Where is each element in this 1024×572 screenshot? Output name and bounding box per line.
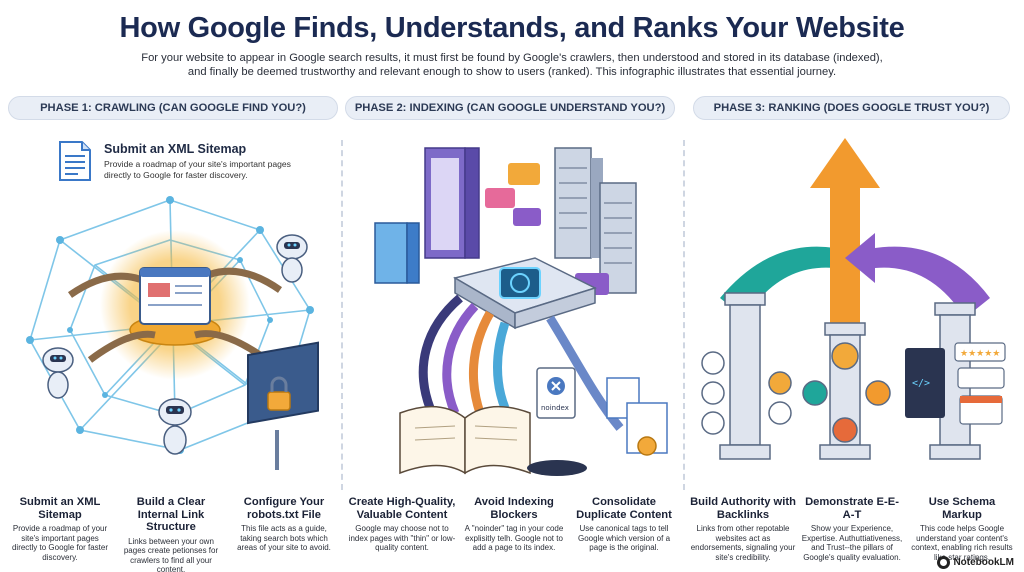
notebooklm-logo-icon — [937, 556, 951, 569]
caption-desc: This file acts as a guide, taking search… — [237, 524, 331, 553]
caption-sitemap: Submit an XML Sitemap Provide a roadmap … — [10, 496, 110, 562]
duplicate-doc-icon — [606, 377, 668, 456]
webpage-icon — [139, 267, 211, 325]
svg-text:STO ENTRY: STO ENTRY — [258, 421, 303, 430]
sitemap-callout: Submit an XML Sitemap Provide a roadmap … — [58, 138, 318, 188]
phase-1-header: PHASE 1: CRAWLING (CAN GOOGLE FIND YOU?) — [8, 96, 338, 120]
data-streams — [418, 294, 624, 431]
caption-title: Build Authority with Backlinks — [690, 496, 796, 521]
caption-desc: Google may choose not to index pages wit… — [348, 524, 456, 553]
caption-duplicate-content: Consolidate Duplicate Content Use canoni… — [572, 496, 676, 553]
caption-desc: Show your Experience, Expertise. Authutt… — [801, 524, 903, 562]
caption-schema: Use Schema Markup This code helps Google… — [908, 496, 1016, 562]
caption-title: Build a Clear Internal Link Structure — [136, 496, 206, 533]
caption-title: Avoid Indexing Blockers — [474, 496, 554, 521]
robots-sign: STO ENTRY — [247, 341, 319, 470]
phase-2-header: PHASE 2: INDEXING (CAN GOOGLE UNDERSTAND… — [345, 96, 675, 120]
caption-desc: Use canonical tags to tell Google which … — [577, 524, 671, 553]
robot-icon — [276, 234, 308, 283]
caption-title: Consolidate Duplicate Content — [576, 496, 672, 521]
caption-desc: Links between your own pages create peti… — [123, 536, 219, 572]
caption-internal-links: Build a Clear Internal Link Structure Li… — [118, 496, 224, 572]
eeat-icons — [802, 342, 891, 443]
caption-indexing-blockers: Avoid Indexing Blockers A "noinder" tag … — [462, 496, 566, 553]
caption-title: Demonstrate E-E-A-T — [805, 496, 899, 521]
caption-desc: Links from other repotable websites act … — [690, 524, 796, 562]
intro-text: For your website to appear in Google sea… — [130, 52, 894, 79]
server-rack-icon — [374, 147, 637, 294]
caption-desc: A "noinder" tag in your code explisitly … — [464, 524, 564, 553]
brand-name: NotebookLM — [953, 557, 1014, 568]
document-icon — [59, 141, 91, 181]
phase-3-header: PHASE 3: RANKING (DOES GOOGLE TRUST YOU?… — [693, 96, 1010, 120]
svg-text:noindex: noindex — [541, 404, 569, 412]
phase-divider-1 — [341, 140, 343, 490]
caption-desc: This code helps Google understand yoar c… — [911, 524, 1013, 562]
caption-desc: Provide a roadmap of your site's importa… — [11, 524, 109, 562]
sitemap-callout-title: Submit an XML Sitemap — [104, 142, 247, 156]
ranking-illustration: </> ★★★★★ — [701, 138, 1006, 460]
caption-backlinks: Build Authority with Backlinks Links fro… — [690, 496, 796, 562]
caption-title: Configure Your robots.txt File — [243, 496, 325, 521]
svg-text:</>: </> — [912, 378, 930, 389]
padlock-icon — [267, 376, 291, 411]
crawling-illustration: STO ENTRY — [26, 196, 319, 470]
book-icon — [399, 405, 531, 475]
caption-title: Submit an XML Sitemap — [19, 496, 101, 521]
robot-icon — [42, 347, 74, 399]
processor-hub — [453, 257, 597, 330]
intro-line-2: and finally be deemed trustworthy and re… — [187, 65, 837, 78]
caption-quality-content: Create High-Quality, Valuable Content Go… — [348, 496, 456, 553]
caption-title: Use Schema Markup — [928, 496, 996, 521]
page-title: How Google Finds, Understands, and Ranks… — [119, 12, 905, 44]
sitemap-callout-text: Provide a roadmap of your site's importa… — [104, 159, 291, 180]
caption-eeat: Demonstrate E-E-A-T Show your Experience… — [800, 496, 904, 562]
indexing-illustration: noindex — [374, 147, 668, 476]
caption-title: Create High-Quality, Valuable Content — [348, 496, 456, 521]
svg-text:★★★★★: ★★★★★ — [960, 349, 1000, 359]
robot-icon — [158, 398, 192, 455]
pillar-icon — [719, 292, 981, 460]
backlink-icons — [701, 351, 792, 435]
phase-divider-2 — [683, 140, 685, 490]
noindex-icon: noindex — [527, 367, 587, 476]
intro-line-1: For your website to appear in Google sea… — [141, 52, 883, 64]
schema-markup-icon: </> ★★★★★ — [905, 342, 1006, 425]
caption-robots: Configure Your robots.txt File This file… — [230, 496, 338, 553]
brand-watermark: NotebookLM — [937, 556, 1014, 569]
